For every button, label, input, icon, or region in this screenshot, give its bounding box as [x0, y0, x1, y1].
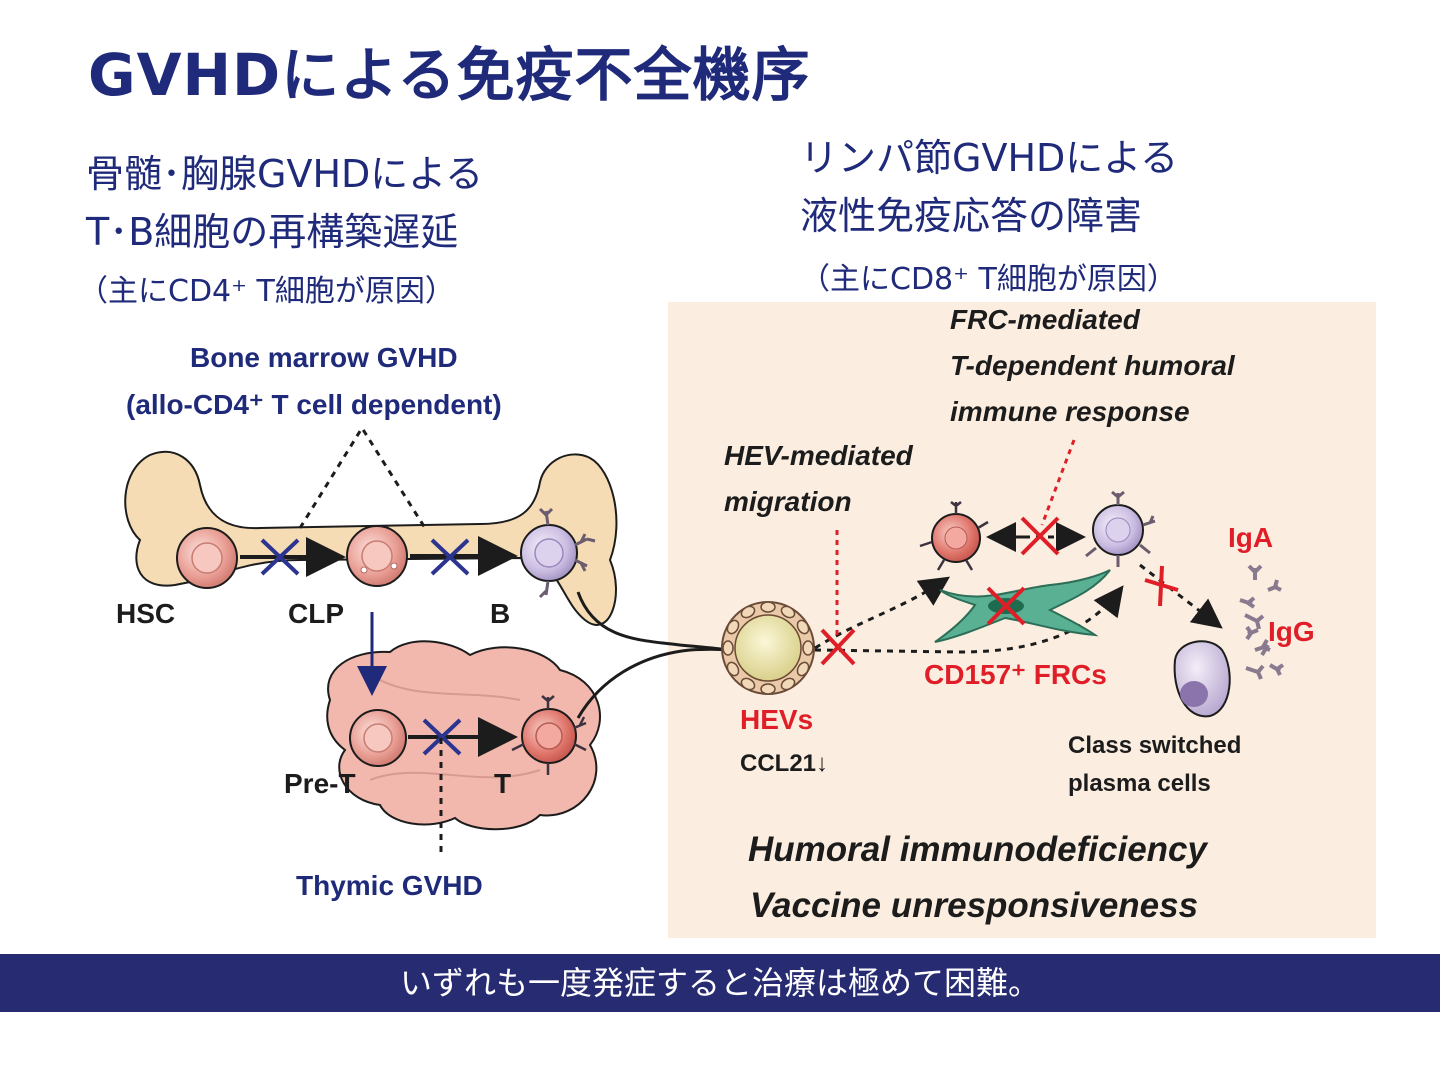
ln-b-cell: [1085, 490, 1156, 567]
hsc-cell: [176, 527, 238, 589]
pre-t-label: Pre-T: [284, 768, 356, 799]
hevs-label: HEVs: [740, 704, 814, 735]
left-heading-note: （主にCD4⁺ T細胞が原因）: [78, 274, 455, 309]
outcome-humoral-immunodeficiency: Humoral immunodeficiency: [748, 830, 1207, 869]
frc-title-line3: immune response: [950, 396, 1190, 427]
block-x-class-switch: [1144, 565, 1179, 607]
ccl21-label: CCL21↓: [740, 750, 829, 777]
ln-t-cell: [919, 501, 989, 571]
clp-label: CLP: [288, 598, 344, 629]
block-x-clp-b: [430, 538, 470, 576]
clp-cell: [346, 525, 408, 587]
antibodies: [1239, 564, 1285, 680]
igg-label: IgG: [1268, 616, 1315, 647]
plasma-label-line2: plasma cells: [1068, 770, 1211, 797]
footer-text: いずれも一度発症すると治療は極めて困難。: [399, 964, 1040, 1002]
left-heading-line2: T･B細胞の再構築遅延: [86, 210, 459, 254]
block-x-hsc-clp: [260, 538, 300, 576]
t-label: T: [494, 768, 512, 799]
page-title: GVHDによる免疫不全機序: [88, 41, 811, 109]
hev-title-line1: HEV-mediated: [724, 440, 913, 471]
right-heading-line2: 液性免疫応答の障害: [800, 194, 1143, 238]
b-cell: [520, 507, 596, 599]
right-heading-note: （主にCD8⁺ T細胞が原因）: [800, 262, 1177, 297]
bone-marrow-gvhd-subtitle: (allo-CD4⁺ T cell dependent): [126, 389, 502, 420]
pre-t-cell: [349, 709, 407, 767]
right-heading-line1: リンパ節GVHDによる: [800, 136, 1179, 180]
hsc-label: HSC: [116, 598, 176, 629]
outcome-vaccine-unresponsiveness: Vaccine unresponsiveness: [750, 886, 1199, 925]
footer-banner: いずれも一度発症すると治療は極めて困難。: [0, 954, 1440, 1012]
plasma-label-line1: Class switched: [1068, 732, 1242, 759]
frcs-label: CD157⁺ FRCs: [924, 659, 1107, 690]
block-x-hev: [820, 628, 856, 666]
hev-title-line2: migration: [724, 486, 852, 517]
block-x-tb: [1020, 516, 1060, 556]
thymic-gvhd-label: Thymic GVHD: [296, 870, 483, 901]
hev-structure: [721, 601, 815, 695]
plasma-cell: [1173, 640, 1231, 718]
b-label: B: [490, 598, 511, 629]
left-heading-line1: 骨髄･胸腺GVHDによる: [86, 152, 484, 196]
frc-title-line2: T-dependent humoral: [950, 350, 1235, 381]
frc-title-line1: FRC-mediated: [950, 304, 1140, 335]
block-x-pret-t: [422, 718, 462, 756]
t-cell: [511, 695, 587, 775]
block-x-frc: [986, 586, 1026, 626]
bone-marrow-gvhd-title: Bone marrow GVHD: [190, 342, 458, 373]
iga-label: IgA: [1228, 522, 1274, 553]
